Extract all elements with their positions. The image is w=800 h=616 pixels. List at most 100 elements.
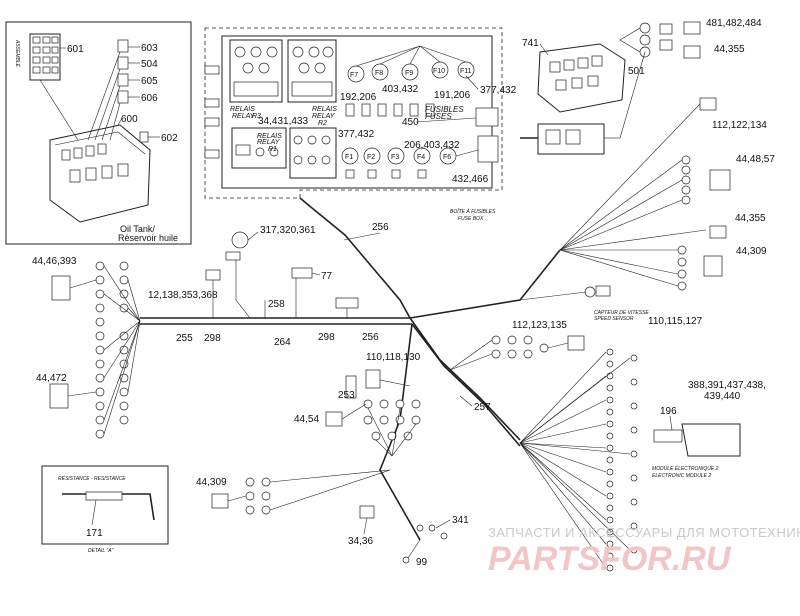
fuses-bottom-row: F1 F2 F3 F4 F6 <box>341 147 457 179</box>
svg-text:MODULE ÉLECTRONIQUE 2: MODULE ÉLECTRONIQUE 2 <box>652 465 719 472</box>
callout-439-440: 439,440 <box>704 391 741 402</box>
callout-257: 257 <box>474 402 491 413</box>
callout-191-206: 191,206 <box>434 90 471 101</box>
right-connectors: 112,122,134 44,48,57 44,355 44,309 <box>559 51 775 291</box>
callout-44-54: 44,54 <box>294 414 319 425</box>
speed-sensor: CAPTEUR DE VITESSE SPEED SENSOR 110,115,… <box>519 285 703 327</box>
module-501: 741 501 <box>520 38 645 155</box>
callout-601: 601 <box>67 44 84 55</box>
fuse-box-frame: RELAIS RELAY R3 RELAIS RELAY R2 34,431,4… <box>204 27 517 222</box>
callout-34-431-433: 34,431,433 <box>258 116 308 127</box>
callout-255: 255 <box>176 333 193 344</box>
fuse-f3: F3 <box>391 154 399 161</box>
callout-432-466: 432,466 <box>452 174 489 185</box>
callout-171: 171 <box>86 528 103 539</box>
fuse-f10: F10 <box>433 68 445 75</box>
detail-a-label: DETAIL "A" <box>88 548 114 554</box>
callout-258: 258 <box>268 299 285 310</box>
callout-77: 77 <box>321 271 333 282</box>
fuse-f8: F8 <box>375 70 383 77</box>
valve-connectors: 481,482,484 44,355 <box>619 18 762 59</box>
callout-605: 605 <box>141 76 158 87</box>
callout-206-403-432: 206,403,432 <box>404 140 460 151</box>
callout-44-355-a: 44,355 <box>714 44 745 55</box>
svg-text:BOÎTE À FUSIBLES: BOÎTE À FUSIBLES <box>450 208 496 215</box>
callout-481-482-484: 481,482,484 <box>706 18 762 29</box>
svg-text:RÉSISTANCE - RESISTANCE: RÉSISTANCE - RESISTANCE <box>58 475 126 482</box>
callout-44-472: 44,472 <box>36 373 67 384</box>
callout-602: 602 <box>161 133 178 144</box>
callout-44-46-393: 44,46,393 <box>32 256 77 267</box>
callout-298-b: 298 <box>318 332 335 343</box>
oil-tank-label-fr: Réservoir huile <box>118 233 178 243</box>
fuse-f4: F4 <box>417 154 425 161</box>
callout-44-48-57: 44,48,57 <box>736 154 775 165</box>
callout-600: 600 <box>121 114 138 125</box>
detail-a-inset: RÉSISTANCE - RESISTANCE 171 DETAIL "A" <box>41 465 169 554</box>
mid-components: 317,320,361 77 12,138,353,368 <box>148 225 359 319</box>
callout-450: 450 <box>402 117 419 128</box>
callout-264: 264 <box>274 337 291 348</box>
callout-388-391-437-438: 388,391,437,438, <box>688 380 766 391</box>
communication-connector: 112,123,135 <box>449 320 585 371</box>
callout-603: 603 <box>141 43 158 54</box>
junction-connector: 110,118,130 253 44,54 <box>294 352 421 457</box>
svg-text:RELAY: RELAY <box>232 113 256 120</box>
relay-r2: RELAIS RELAY R2 <box>287 39 337 127</box>
svg-text:R1: R1 <box>268 146 277 153</box>
bottom-components: 44,309 34,36 341 99 <box>196 469 469 568</box>
watermark-text: ЗАПЧАСТИ И АКСЕССУАРЫ ДЛЯ МОТОТЕХНИКИ <box>488 525 800 540</box>
svg-text:RELAIS: RELAIS <box>230 106 255 113</box>
callout-192-206: 192,206 <box>340 92 377 103</box>
svg-text:RELAIS: RELAIS <box>312 106 337 113</box>
callout-34-36: 34,36 <box>348 536 373 547</box>
callout-44-355-b: 44,355 <box>735 213 766 224</box>
callout-112-122-134: 112,122,134 <box>712 120 767 131</box>
fuse-f2: F2 <box>367 154 375 161</box>
callout-604: 504 <box>141 59 158 70</box>
svg-text:FUSES: FUSES <box>425 112 452 121</box>
oil-tank-label: Oil Tank/ <box>120 224 155 234</box>
watermark-logo: PARTSFOR.RU <box>488 540 732 578</box>
watermark: ЗАПЧАСТИ И АКСЕССУАРЫ ДЛЯ МОТОТЕХНИКИ PA… <box>488 525 800 578</box>
callout-298-a: 298 <box>204 333 221 344</box>
callout-341: 341 <box>452 515 469 526</box>
callout-12-138-353-368: 12,138,353,368 <box>148 290 218 301</box>
callout-99: 99 <box>416 557 428 568</box>
svg-text:ELECTRONIC MODULE 2: ELECTRONIC MODULE 2 <box>652 473 711 479</box>
fuse-f11: F11 <box>460 68 472 75</box>
callout-110-118-130: 110,118,130 <box>366 352 421 363</box>
callout-403-432: 403,432 <box>382 84 419 95</box>
callout-317-320-361: 317,320,361 <box>260 225 316 236</box>
left-connectors: 44,46,393 44,472 <box>32 256 141 439</box>
callout-196: 196 <box>660 406 677 417</box>
fuse-f6: F6 <box>443 154 451 161</box>
svg-text:FUSIBLES: FUSIBLES <box>425 105 464 114</box>
callout-606: 606 <box>141 93 158 104</box>
fuses-top-row: F7 F8 F9 F10 F11 <box>345 45 475 117</box>
callout-253: 253 <box>338 390 355 401</box>
svg-text:R3: R3 <box>252 113 261 120</box>
callout-256-b: 256 <box>362 332 379 343</box>
svg-text:ASSEMBLÉ: ASSEMBLÉ <box>14 39 21 68</box>
svg-text:RELAIS: RELAIS <box>257 133 282 140</box>
svg-text:FUSE BOX: FUSE BOX <box>458 216 484 222</box>
callout-44-309-a: 44,309 <box>736 246 767 257</box>
fuse-f1: F1 <box>345 154 353 161</box>
callout-112-123-135: 112,123,135 <box>512 320 567 331</box>
callout-44-309-b: 44,309 <box>196 477 227 488</box>
svg-text:RELAY: RELAY <box>312 113 336 120</box>
callout-256-a: 256 <box>372 222 389 233</box>
callout-377-432-b: 377,432 <box>338 129 375 140</box>
callout-741: 741 <box>522 38 539 49</box>
svg-text:CAPTEUR DE VITESSE: CAPTEUR DE VITESSE <box>594 310 649 316</box>
electronic-module-fan: 196 388,391,437,438, 439,440 MODULE ÉLEC… <box>519 348 766 572</box>
relay-r1: RELAIS RELAY R1 <box>231 127 287 169</box>
svg-text:R2: R2 <box>318 120 327 127</box>
callout-110-115-127: 110,115,127 <box>648 316 703 327</box>
fuse-f9: F9 <box>405 70 413 77</box>
svg-text:SPEED SENSOR: SPEED SENSOR <box>594 316 634 322</box>
callout-501: 501 <box>628 66 645 77</box>
callout-377-432-a: 377,432 <box>480 85 517 96</box>
